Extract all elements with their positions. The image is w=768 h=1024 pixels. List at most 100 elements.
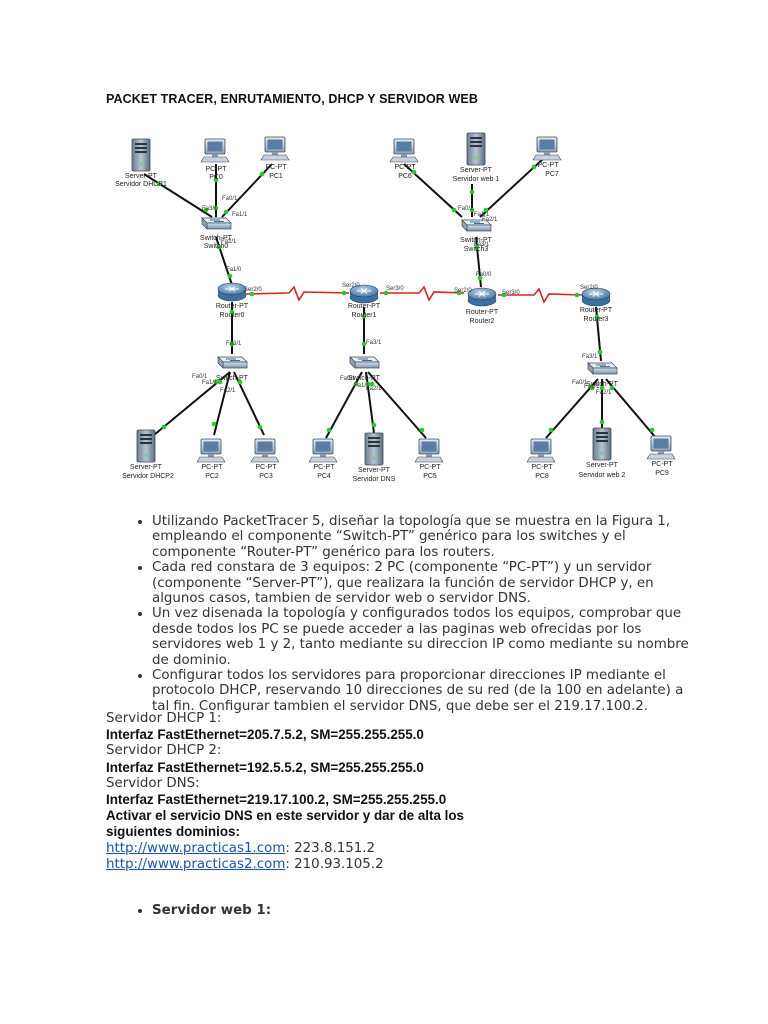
svg-text:PC4: PC4 [317,473,331,480]
svg-text:PC-PT: PC-PT [202,464,224,471]
svg-text:Fa0/1: Fa0/1 [222,196,238,202]
dhcp1-interface: Interfaz FastEthernet=205.7.5.2, SM=255.… [106,727,424,743]
domain-ip: : 210.93.105.2 [285,856,384,872]
svg-text:PC6: PC6 [398,173,412,180]
server-dhcp1: Server-PT Servidor DHCP1 [115,138,167,188]
server-web1: Server-PT Servidor web 1 [453,132,500,183]
svg-text:PC-PT: PC-PT [532,464,554,471]
server-configuration: Servidor DHCP 1: Interfaz FastEthernet=2… [106,711,666,873]
router3: Router-PT Router3 [580,287,613,323]
pc2: PC-PT PC2 [196,438,226,480]
svg-text:Servidor DHCP1: Servidor DHCP1 [115,181,167,188]
domain-entry: http://www.practicas2.com: 210.93.105.2 [106,857,666,873]
svg-text:Server-PT: Server-PT [586,462,619,469]
svg-text:Router3: Router3 [584,316,609,323]
svg-text:Fa1/1: Fa1/1 [584,384,600,390]
svg-text:Switch-PT: Switch-PT [586,381,619,388]
server-web2: Server-PT Servidor web 2 [579,427,626,479]
svg-text:Fa1/1: Fa1/1 [474,212,490,218]
svg-text:Fa3/1: Fa3/1 [474,242,490,248]
router0: Router-PT Router0 [216,282,249,319]
list-item: Un vez disenada la topología y configura… [152,606,692,668]
router2: Router-PT Router2 [466,287,499,325]
switch-a: Switch-PT [216,356,249,382]
svg-text:Server-PT: Server-PT [358,467,391,474]
svg-text:PC-PT: PC-PT [206,166,228,173]
svg-text:Ser2/0: Ser2/0 [244,287,262,293]
svg-text:PC-PT: PC-PT [538,162,560,169]
svg-text:Servidor DHCP2: Servidor DHCP2 [122,473,174,480]
svg-text:Switch3: Switch3 [464,246,489,253]
svg-text:PC5: PC5 [423,473,437,480]
pc8: PC-PT PC8 [526,438,556,480]
svg-text:Fa2/1: Fa2/1 [221,239,237,245]
server-dhcp2: Server-PT Servidor DHCP2 [122,429,174,480]
svg-text:PC-PT: PC-PT [652,461,674,468]
svg-text:Router-PT: Router-PT [580,307,613,314]
pc6: PC-PT PC6 [389,138,419,180]
svg-text:Server-PT: Server-PT [130,464,163,471]
svg-text:PC2: PC2 [205,473,219,480]
pc0: PC-PT PC0 [200,138,230,181]
svg-text:Fa3/1: Fa3/1 [202,206,218,212]
svg-text:Ser3/0: Ser3/0 [386,286,404,292]
port-labels: Fa0/1 Fa1/1 Fa3/1 Fa2/1 Fa1/0 Ser2/0 Fa3… [192,196,612,396]
pc7: PC-PT PC7 [532,136,562,178]
svg-text:Switch-PT: Switch-PT [348,375,381,382]
svg-text:Fa3/1: Fa3/1 [366,340,382,346]
pc1: PC-PT PC1 [260,136,290,180]
pc9: PC-PT PC9 [646,435,676,477]
svg-text:PC8: PC8 [535,473,549,480]
svg-text:Fa2/1: Fa2/1 [220,388,236,394]
domain-link[interactable]: http://www.practicas1.com [106,840,286,856]
svg-text:Server-PT: Server-PT [460,167,493,174]
pc3: PC-PT PC3 [250,438,280,480]
svg-text:Switch-PT: Switch-PT [216,375,249,382]
svg-text:PC7: PC7 [545,171,559,178]
svg-text:PC1: PC1 [269,173,283,180]
network-topology-diagram: Server-PT Servidor DHCP1 PC-PT PC0 PC-PT… [115,132,676,483]
svg-text:Fa0/1: Fa0/1 [572,380,588,386]
dns-interface: Interfaz FastEthernet=219.17.100.2, SM=2… [106,792,447,808]
svg-text:PC-PT: PC-PT [420,464,442,471]
domain-entry: http://www.practicas1.com: 223.8.151.2 [106,841,666,857]
svg-text:Ser2/0: Ser2/0 [454,288,472,294]
svg-text:PC-PT: PC-PT [314,464,336,471]
pc5: PC-PT PC5 [414,438,444,480]
svg-text:Fa3/1: Fa3/1 [582,354,598,360]
dhcp1-heading: Servidor DHCP 1: [106,711,222,726]
switch0: Switch-PT Switch0 [200,217,233,250]
svg-text:PC-PT: PC-PT [266,164,288,171]
svg-text:Servidor web 2: Servidor web 2 [579,472,626,479]
svg-text:Ser2/0: Ser2/0 [342,283,360,289]
document-title: PACKET TRACER, ENRUTAMIENTO, DHCP Y SERV… [106,92,478,106]
svg-text:Fa0/1: Fa0/1 [458,206,474,212]
svg-text:Fa3/1: Fa3/1 [226,341,242,347]
svg-text:Ser3/0: Ser3/0 [502,290,520,296]
svg-text:Fa2/1: Fa2/1 [596,390,612,396]
svg-text:Router2: Router2 [470,318,495,325]
svg-text:Router0: Router0 [220,312,245,319]
svg-text:Server-PT: Server-PT [125,173,158,180]
svg-text:Switch0: Switch0 [204,243,229,250]
switch-b: Switch-PT [348,356,381,382]
svg-text:Ser2/0: Ser2/0 [580,285,598,291]
svg-text:Router-PT: Router-PT [216,303,249,310]
svg-text:Fa0/0: Fa0/0 [476,272,492,278]
router1: Router-PT Router1 [348,284,381,319]
svg-text:PC9: PC9 [655,470,669,477]
svg-text:PC3: PC3 [259,473,273,480]
switch-c: Switch-PT [586,362,619,388]
instructions-list: Utilizando PacketTracer 5, diseñar la to… [128,514,692,714]
svg-text:Servidor web 1: Servidor web 1 [453,176,500,183]
svg-text:Fa2/1: Fa2/1 [482,217,498,223]
switch3: Switch-PT Switch3 [460,219,493,253]
dhcp2-interface: Interfaz FastEthernet=192.5.5.2, SM=255.… [106,759,424,775]
list-item: Utilizando PacketTracer 5, diseñar la to… [152,514,692,560]
svg-text:Fa2/1: Fa2/1 [366,386,382,392]
svg-text:Fa0/1: Fa0/1 [192,374,208,380]
svg-text:Fa1/1: Fa1/1 [202,380,218,386]
svg-text:Router-PT: Router-PT [466,309,499,316]
domain-link[interactable]: http://www.practicas2.com [106,856,286,872]
svg-text:Router1: Router1 [352,312,377,319]
